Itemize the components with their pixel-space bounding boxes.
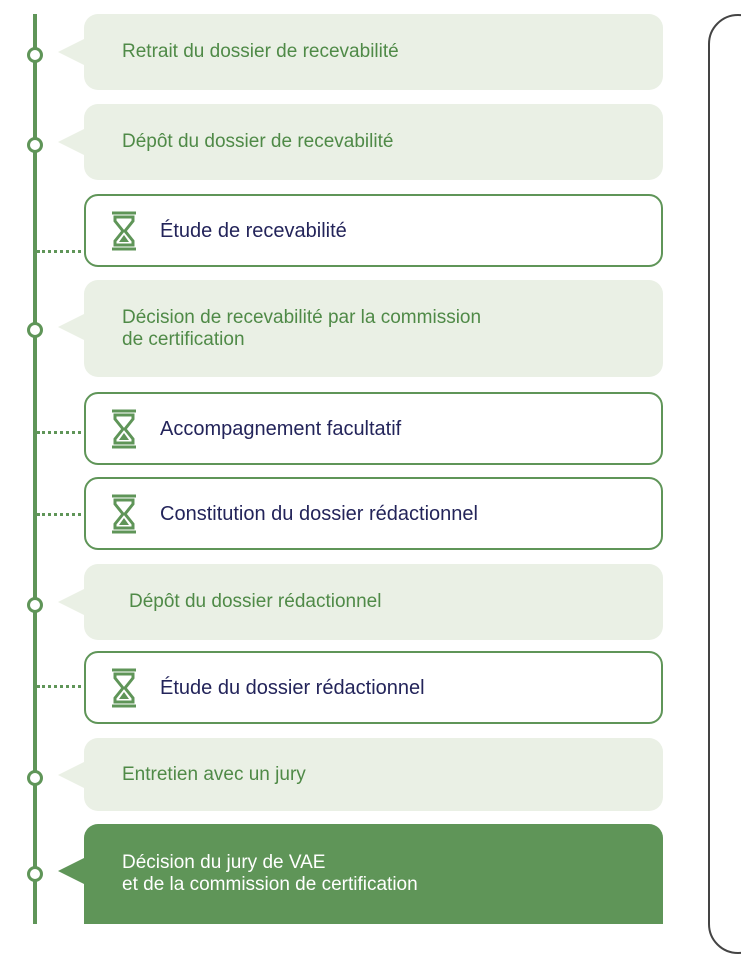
step-label: Étude du dossier rédactionnel [160, 676, 425, 699]
card-pointer [58, 858, 84, 884]
step-card-decision-jury-vae: Décision du jury de VAE et de la commiss… [84, 824, 663, 924]
card-pointer [58, 129, 84, 155]
timeline-node [27, 137, 43, 153]
hourglass-icon [110, 667, 138, 709]
hourglass-icon [110, 408, 138, 450]
vae-process-diagram: Retrait du dossier de recevabilité Dépôt… [27, 14, 741, 954]
timeline-node [27, 47, 43, 63]
step-label: Étude de recevabilité [160, 219, 347, 242]
step-label: Accompagnement facultatif [160, 417, 402, 440]
step-card-depot-dossier-recevabilite: Dépôt du dossier de recevabilité [84, 104, 663, 180]
step-card-depot-dossier-redactionnel: Dépôt du dossier rédactionnel [84, 564, 663, 640]
step-label: Constitution du dossier rédactionnel [160, 502, 478, 525]
dotted-connector [37, 250, 81, 253]
card-pointer [58, 589, 84, 615]
step-card-entretien-jury: Entretien avec un jury [84, 738, 663, 811]
step-label: Décision de recevabilité par la commissi… [122, 306, 482, 350]
dotted-connector [37, 431, 81, 434]
step-card-constitution-dossier-redactionnel: Constitution du dossier rédactionnel [84, 477, 663, 550]
step-label: Décision du jury de VAE et de la commiss… [122, 852, 418, 895]
step-card-accompagnement-facultatif: Accompagnement facultatif [84, 392, 663, 465]
timeline-node [27, 770, 43, 786]
step-label: Dépôt du dossier rédactionnel [129, 591, 382, 612]
card-pointer [58, 762, 84, 788]
timeline-node [27, 322, 43, 338]
step-card-retrait-dossier-recevabilite: Retrait du dossier de recevabilité [84, 14, 663, 90]
step-card-etude-dossier-redactionnel: Étude du dossier rédactionnel [84, 651, 663, 724]
dotted-connector [37, 685, 81, 688]
dotted-connector [37, 513, 81, 516]
step-card-etude-recevabilite: Étude de recevabilité [84, 194, 663, 267]
step-label: Entretien avec un jury [122, 763, 306, 785]
timeline-node [27, 866, 43, 882]
step-label: Dépôt du dossier de recevabilité [122, 131, 394, 152]
hourglass-icon [110, 210, 138, 252]
hourglass-icon [110, 493, 138, 535]
timeline-node [27, 597, 43, 613]
timeline-line [33, 14, 37, 924]
card-pointer [58, 314, 84, 340]
card-pointer [58, 39, 84, 65]
right-bracket [708, 14, 741, 954]
step-label: Retrait du dossier de recevabilité [122, 41, 399, 62]
step-card-decision-recevabilite: Décision de recevabilité par la commissi… [84, 280, 663, 377]
